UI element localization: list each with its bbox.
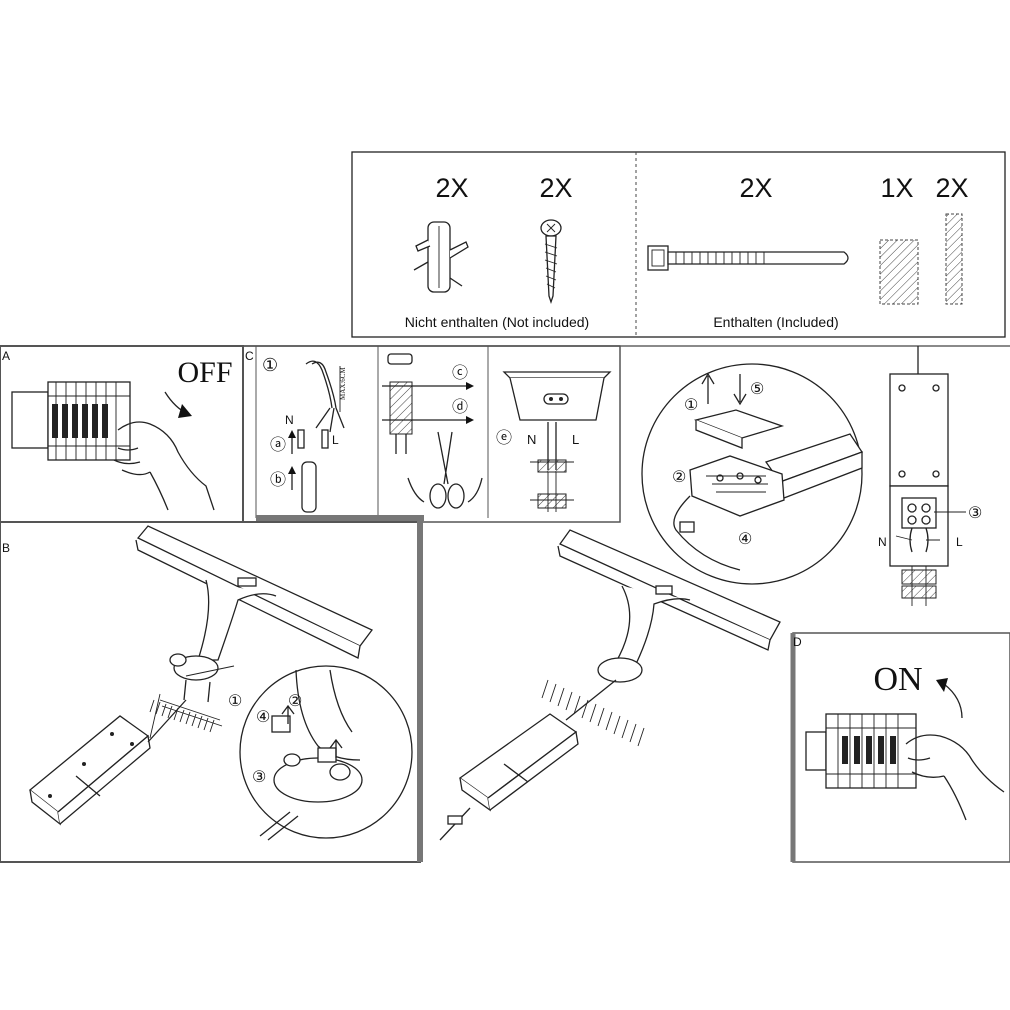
panel-a-label: A	[2, 349, 10, 363]
sleeve-icon	[301, 461, 317, 513]
b-step1-marker: ①	[228, 693, 242, 710]
terminal-step3-marker: ③	[968, 505, 982, 522]
up-arrow-icon-3	[701, 372, 715, 404]
cable-tie-qty: 2X	[739, 173, 772, 203]
breaker-strip-icon-2	[805, 713, 917, 789]
adhesive-pad-small-icon	[945, 213, 963, 305]
junction-detail: ① ⑤ ② ④	[641, 363, 863, 585]
jd-step2-marker: ②	[672, 469, 686, 486]
breaker-strip-icon	[11, 381, 131, 461]
scissors-icon	[429, 431, 465, 509]
jd-step5-marker: ⑤	[750, 381, 764, 398]
up-arrow-icon	[281, 704, 295, 724]
step-c-marker: ⓒ	[452, 364, 468, 382]
step1-marker: ①	[262, 355, 278, 375]
b-step2-marker: ②	[288, 693, 302, 710]
curved-arrow-right-icon	[467, 477, 483, 503]
not-included-caption: Nicht enthalten (Not included)	[405, 314, 589, 330]
panel-d: D ON	[793, 635, 1005, 821]
panel-c: C ① MAX:6CM N L ⓐ ⓑ ⓒ ⓓ	[245, 349, 612, 513]
b-step4-marker: ④	[256, 709, 270, 726]
step-e-marker: ⓔ	[496, 429, 512, 447]
neutral-label-c: N	[285, 413, 294, 427]
pad-large-qty: 1X	[880, 173, 913, 203]
down-arrow-icon	[733, 374, 747, 406]
step-a-marker: ⓐ	[270, 436, 286, 454]
cable-icon	[305, 360, 333, 409]
terminal-block-detail: N L ③	[878, 346, 982, 606]
neutral-label-e: N	[527, 432, 536, 447]
on-label: ON	[873, 661, 922, 698]
wall-plug-qty: 2X	[435, 173, 468, 203]
hand-icon	[113, 421, 215, 511]
panel-a: A OFF	[2, 349, 233, 511]
panel-d-label: D	[793, 635, 802, 649]
terminal-neutral-label: N	[878, 535, 887, 549]
switch-up-arrow-icon	[943, 683, 963, 719]
parts-box-frame	[351, 151, 1006, 338]
mounted-lamp-illustration	[439, 529, 781, 841]
terminal-live-label: L	[956, 535, 963, 549]
up-arrow-icon-2	[329, 738, 343, 758]
wall-plug-icon	[413, 221, 469, 293]
parts-box: 2X 2X Nicht enthalten (Not included) 2X …	[351, 151, 1006, 338]
step-d-marker: ⓓ	[452, 398, 468, 416]
cable-tie-icon	[647, 245, 849, 271]
adhesive-pad-large-icon	[879, 239, 919, 305]
panel-c-label: C	[245, 349, 254, 363]
b-step3-marker: ③	[252, 769, 266, 786]
junction-box-icon	[28, 715, 151, 826]
off-label: OFF	[177, 356, 232, 389]
screw-qty: 2X	[539, 173, 572, 203]
pad-small-qty: 2X	[935, 173, 968, 203]
panel-b: B ①	[2, 525, 413, 841]
panel-frames	[0, 345, 1010, 863]
panel-c-frame	[242, 345, 621, 523]
screw-icon	[540, 219, 562, 305]
live-label-c: L	[332, 433, 339, 447]
lamp-bar-icon	[135, 525, 374, 661]
hand-icon-2	[905, 734, 1005, 821]
jd-step1-marker: ①	[684, 397, 698, 414]
mount-detail-magnifier	[185, 665, 413, 841]
cable-clamp-icon	[382, 353, 418, 454]
ceiling-box-icon	[502, 371, 612, 421]
step-b-marker: ⓑ	[270, 471, 286, 489]
wall-texture-2	[541, 679, 645, 747]
panel-b-label: B	[2, 541, 10, 555]
included-caption: Enthalten (Included)	[713, 314, 838, 330]
live-label-e: L	[572, 432, 579, 447]
curved-arrow-left-icon	[407, 477, 425, 503]
jd-step4-marker: ④	[738, 531, 752, 548]
max-length-text: MAX:6CM	[339, 367, 347, 400]
wall-texture	[149, 699, 215, 733]
